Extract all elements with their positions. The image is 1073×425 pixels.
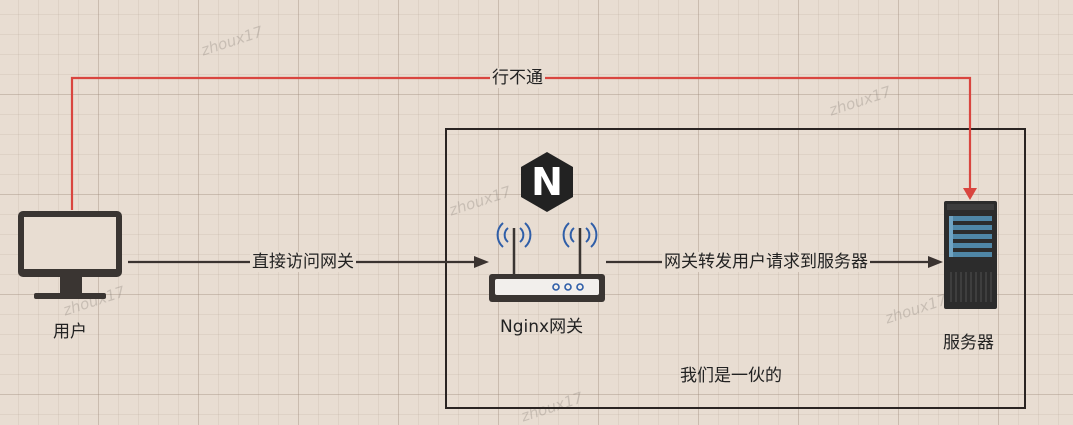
- user-label: 用户: [53, 322, 87, 342]
- direct-access-label: 直接访问网关: [250, 252, 356, 272]
- router-icon: [489, 222, 605, 302]
- gateway-label: Nginx网关: [500, 317, 584, 337]
- group-label: 我们是一伙的: [680, 366, 782, 386]
- forward-label: 网关转发用户请求到服务器: [662, 252, 870, 272]
- nginx-logo: N: [519, 150, 575, 214]
- nginx-logo-letter: N: [531, 160, 563, 204]
- monitor-icon: [18, 211, 122, 299]
- server-label: 服务器: [943, 333, 994, 353]
- red-path-label: 行不通: [490, 68, 545, 88]
- server-icon: [944, 201, 997, 309]
- group-box: [445, 128, 1026, 409]
